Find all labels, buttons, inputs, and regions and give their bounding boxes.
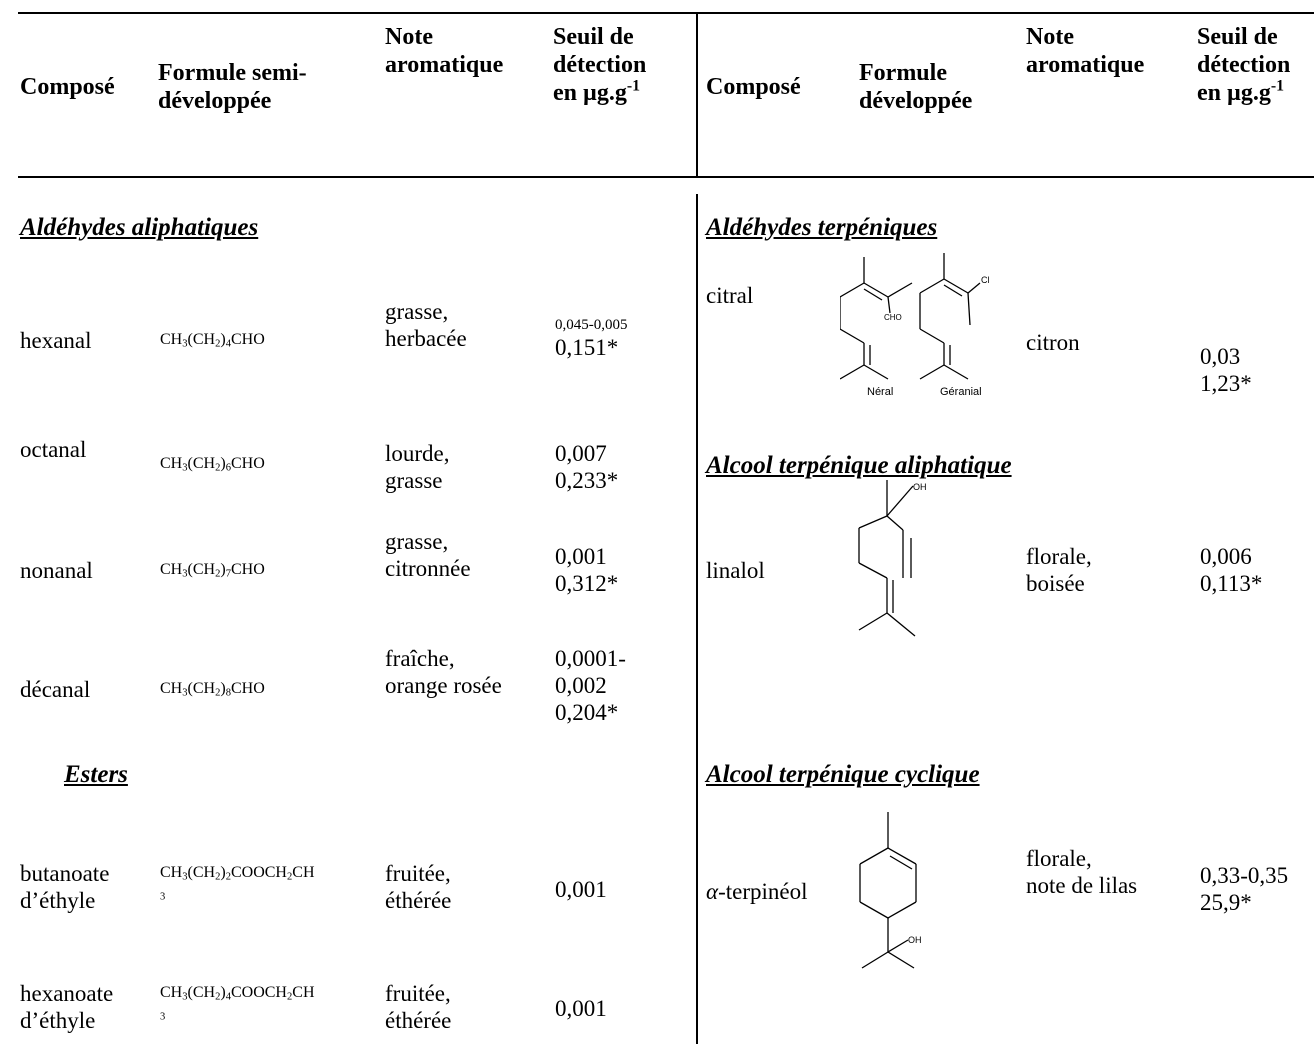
section-aldehydes-aliphatiques: Aldéhydes aliphatiques [20,214,259,241]
compound-name: linalol [706,558,765,583]
section-alcool-terpenique-aliphatique: Alcool terpénique aliphatique [706,452,1012,479]
cl-label: Cl [981,275,990,285]
section-alcool-terpenique-cyclique: Alcool terpénique cyclique [706,761,980,788]
compound-name: décanal [20,677,91,702]
header-divider [696,12,698,178]
header-compose-left: Composé [20,74,115,100]
compound-name: octanal [20,437,87,462]
header-formula-left: Formule semi-développée [158,60,307,114]
section-esters: Esters [64,761,128,788]
compound-name: citral [706,283,754,308]
aroma-note: florale,boisée [1026,544,1092,596]
compound-formula: CH3(CH2)7CHO [160,561,265,580]
compound-name: nonanal [20,558,93,583]
header-compose-right: Composé [706,74,801,100]
cho-label: CHO [884,313,902,322]
section-aldehydes-terpeniques: Aldéhydes terpéniques [706,214,938,241]
detection-threshold: 0,001 [555,996,607,1021]
terpineol-structure: OH [859,812,922,969]
geranial-label: Géranial [940,386,982,398]
compound-formula: CH3(CH2)4CHO [160,331,265,350]
linalol-structure: OH [858,480,927,637]
aroma-note: florale,note de lilas [1026,846,1138,898]
aroma-note: grasse,citronnée [385,529,471,581]
compound-formula: CH3(CH2)8CHO [160,680,265,699]
aroma-note: fraîche,orange rosée [385,646,502,698]
body-divider [696,194,698,1044]
header-bottom-rule [18,176,1314,178]
citral-structure: CHO Cl Néral Géranial [840,253,990,398]
oh-label: OH [913,482,927,492]
compound-name: hexanal [20,328,92,353]
compound-name: α-terpinéol [706,879,808,904]
aroma-note: fruitée,éthérée [385,981,452,1033]
oh-label: OH [908,935,922,945]
neral-label: Néral [867,386,893,398]
compound-formula: CH3(CH2)6CHO [160,455,265,474]
aroma-note: fruitée,éthérée [385,861,452,913]
detection-threshold: 0,001 [555,877,607,902]
aroma-note: grasse,herbacée [385,299,467,351]
table-top-rule [18,12,1314,14]
aroma-note: lourde,grasse [385,441,450,493]
aroma-note: citron [1026,330,1080,355]
